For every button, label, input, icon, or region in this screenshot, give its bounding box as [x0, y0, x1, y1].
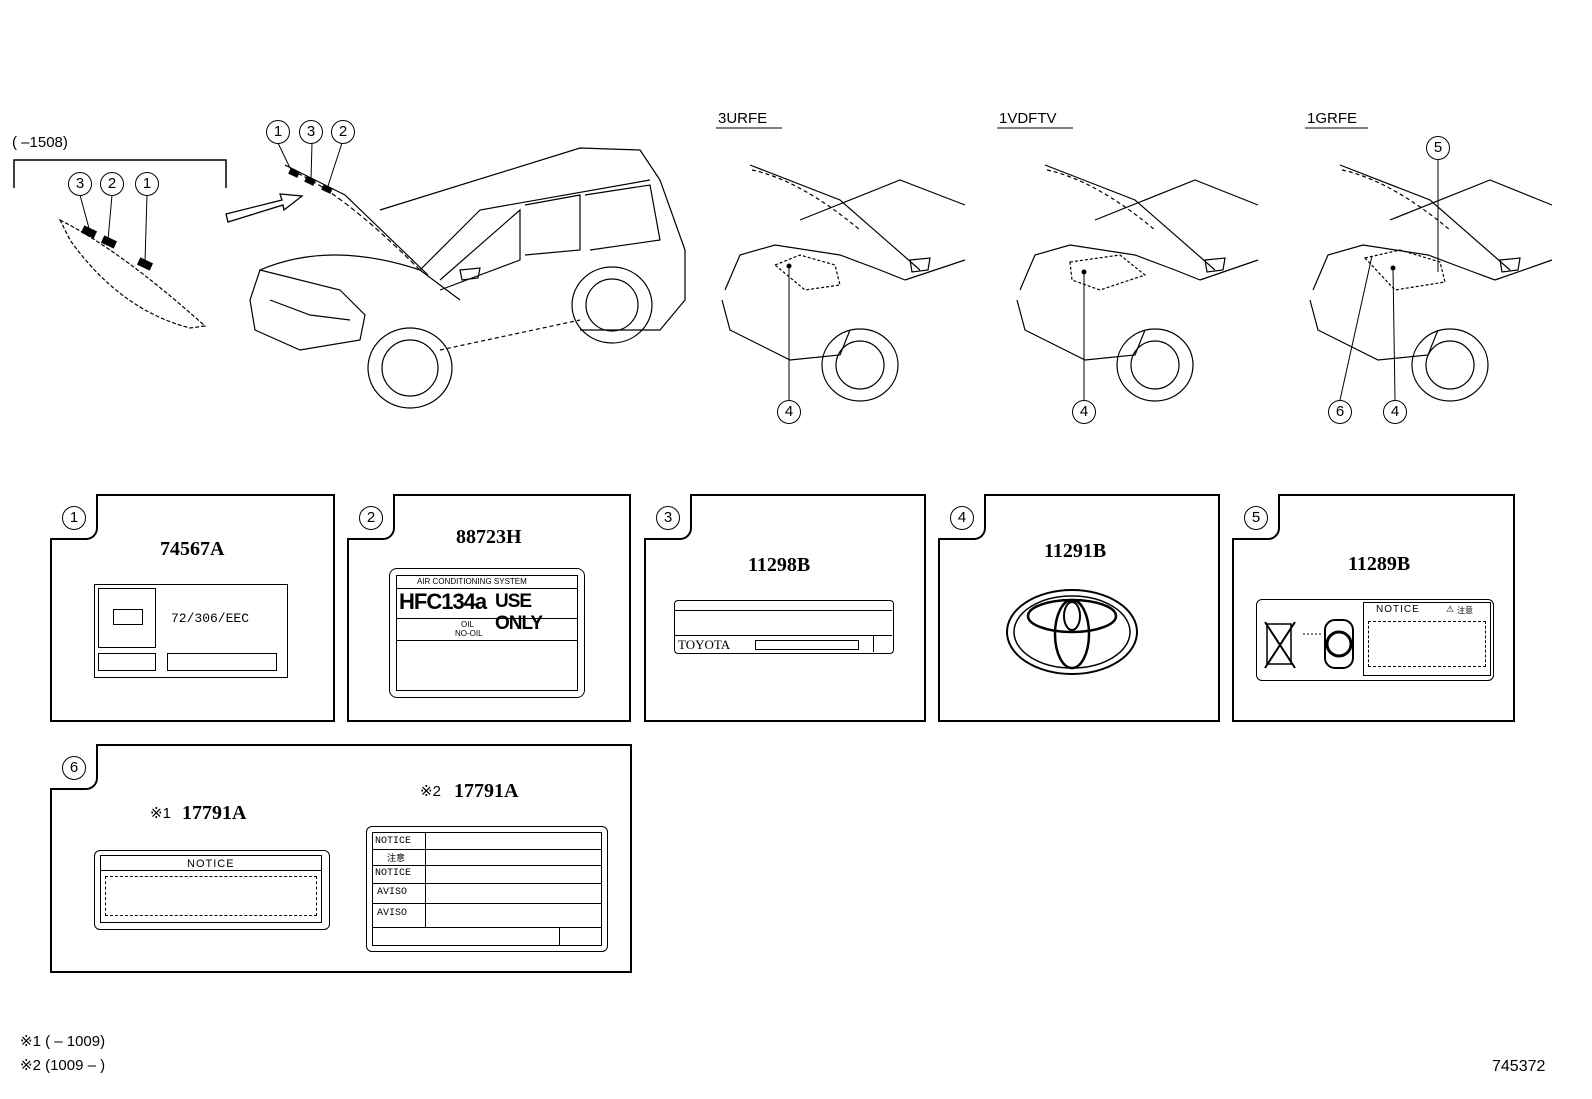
callout-3: 3	[656, 506, 680, 530]
part-number: 88723H	[456, 526, 522, 548]
figure-number: 745372	[1492, 1058, 1546, 1075]
footnote-1: ※1 ( – 1009)	[20, 1033, 106, 1050]
panel-part-1: 1 74567A 72/306/EEC	[50, 494, 335, 722]
callout-6: 6	[62, 756, 86, 780]
callout-2: 2	[100, 172, 124, 196]
caution-label: NOTICE ⚠ 注意	[1256, 599, 1494, 681]
engine-label-3urfe: 3URFE	[718, 110, 768, 127]
toyota-emblem	[1006, 589, 1138, 675]
notice-label-2: NOTICE 注意 NOTICE AVISO AVISO	[366, 826, 608, 952]
engine-label-1grfe: 1GRFE	[1307, 110, 1358, 127]
part-number: 17791A	[454, 780, 519, 802]
callout-3: 3	[68, 172, 92, 196]
callout-1: 1	[62, 506, 86, 530]
part-number: 74567A	[160, 538, 225, 560]
callout-3: 3	[299, 120, 323, 144]
callout-4: 4	[777, 400, 801, 424]
callout-5: 5	[1244, 506, 1268, 530]
part-number: 11298B	[748, 554, 811, 576]
panel-part-4: 4 11291B	[938, 494, 1220, 722]
tire-label: TOYOTA	[674, 600, 894, 654]
panel-part-6: 6 ※1 17791A NOTICE ※2 17791A NOTICE 注意 N…	[50, 744, 632, 973]
callout-4: 4	[1072, 400, 1096, 424]
part-number: 11289B	[1348, 553, 1411, 575]
footnote-2: ※2 (1009 – )	[20, 1057, 106, 1074]
part-number: 17791A	[182, 802, 247, 824]
panel-part-2: 2 88723H AIR CONDITIONING SYSTEM HFC134a…	[347, 494, 631, 722]
engine-label-1vdftv: 1VDFTV	[999, 110, 1057, 127]
part-number: 11291B	[1044, 540, 1107, 562]
callout-4: 4	[1383, 400, 1407, 424]
warning-triangle-icon: ⚠	[1446, 604, 1455, 614]
callout-5: 5	[1426, 136, 1450, 160]
emission-label: 72/306/EEC	[94, 584, 288, 678]
callout-1: 1	[266, 120, 290, 144]
panel-part-3: 3 11298B TOYOTA	[644, 494, 926, 722]
callout-6: 6	[1328, 400, 1352, 424]
callout-4: 4	[950, 506, 974, 530]
callout-2: 2	[359, 506, 383, 530]
callout-2: 2	[331, 120, 355, 144]
notice-label-1: NOTICE	[94, 850, 330, 930]
callout-1: 1	[135, 172, 159, 196]
panel-part-5: 5 11289B NOTICE ⚠ 注意	[1232, 494, 1515, 722]
range-label: ( –1508)	[12, 134, 68, 151]
warning-pictogram-icon	[1264, 619, 1354, 669]
ac-label: AIR CONDITIONING SYSTEM HFC134a USE ONLY…	[389, 568, 585, 698]
